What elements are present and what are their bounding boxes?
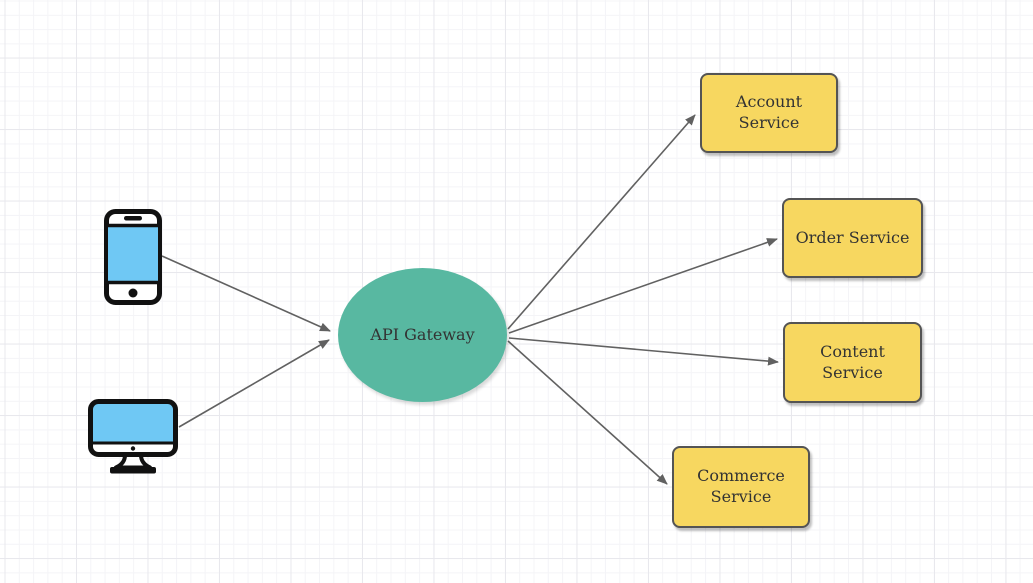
desktop-computer-node[interactable]: [88, 399, 178, 475]
edge-desktop-to-gateway[interactable]: [178, 339, 330, 428]
order-service-node[interactable]: Order Service: [782, 198, 923, 278]
desktop-computer-icon: [88, 399, 178, 474]
content-service-label: Content Service: [820, 341, 885, 382]
edge-gateway-to-order[interactable]: [508, 238, 778, 334]
edge-gateway-to-content[interactable]: [508, 337, 779, 366]
edge-gateway-to-commerce[interactable]: [507, 340, 668, 485]
commerce-service-node[interactable]: Commerce Service: [672, 446, 810, 528]
content-service-node[interactable]: Content Service: [783, 322, 922, 403]
account-service-label: Account Service: [735, 92, 803, 132]
commerce-service-label: Commerce Service: [697, 466, 785, 506]
api-gateway-label: API Gateway: [370, 324, 475, 344]
mobile-phone-icon: [104, 209, 162, 305]
mobile-phone-node[interactable]: [104, 209, 162, 305]
edge-mobile-to-gateway[interactable]: [161, 255, 331, 332]
api-gateway-node[interactable]: API Gateway: [338, 268, 507, 402]
order-service-label: Order Service: [795, 227, 910, 247]
account-service-node[interactable]: Account Service: [700, 73, 838, 153]
edge-gateway-to-account[interactable]: [507, 114, 696, 330]
